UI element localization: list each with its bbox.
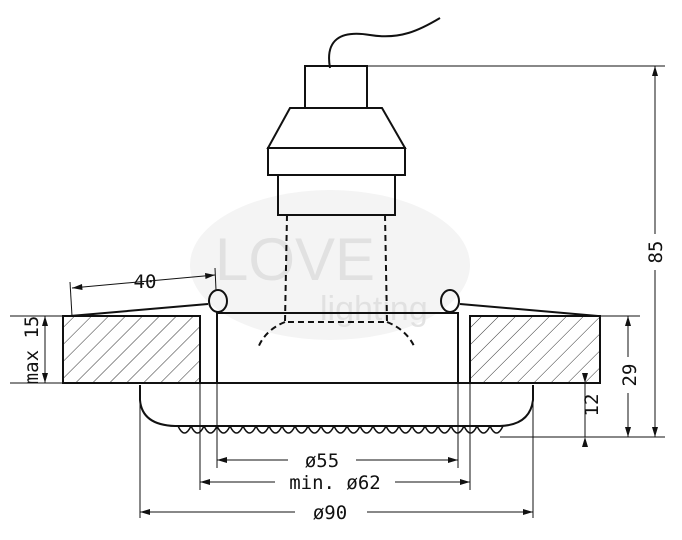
- dim-height-85: 85: [645, 241, 667, 264]
- glass-trim: [139, 385, 534, 427]
- ceiling-left: [62, 315, 201, 384]
- dim-visible-12: 12: [581, 394, 603, 417]
- watermark-logo: LOVE lighting: [190, 190, 470, 340]
- spring-clips: [69, 289, 599, 317]
- ceiling-right: [469, 315, 601, 384]
- crystal-scallops: [177, 425, 504, 434]
- dim-ceiling-max-15: max 15: [21, 316, 43, 385]
- dim-diameter-90: ø90: [313, 502, 347, 524]
- dim-cutout-62: min. ø62: [289, 472, 381, 494]
- cable: [328, 17, 441, 69]
- svg-text:LOVE: LOVE: [215, 226, 375, 293]
- crystal-row: [177, 425, 504, 434]
- dim-depth-29: 29: [619, 364, 641, 387]
- dim-diameter-55: ø55: [305, 450, 339, 472]
- lamp-body: [216, 312, 459, 384]
- extension-lines: [10, 65, 665, 518]
- dim-spring-40: 40: [134, 271, 157, 293]
- socket: [257, 65, 416, 349]
